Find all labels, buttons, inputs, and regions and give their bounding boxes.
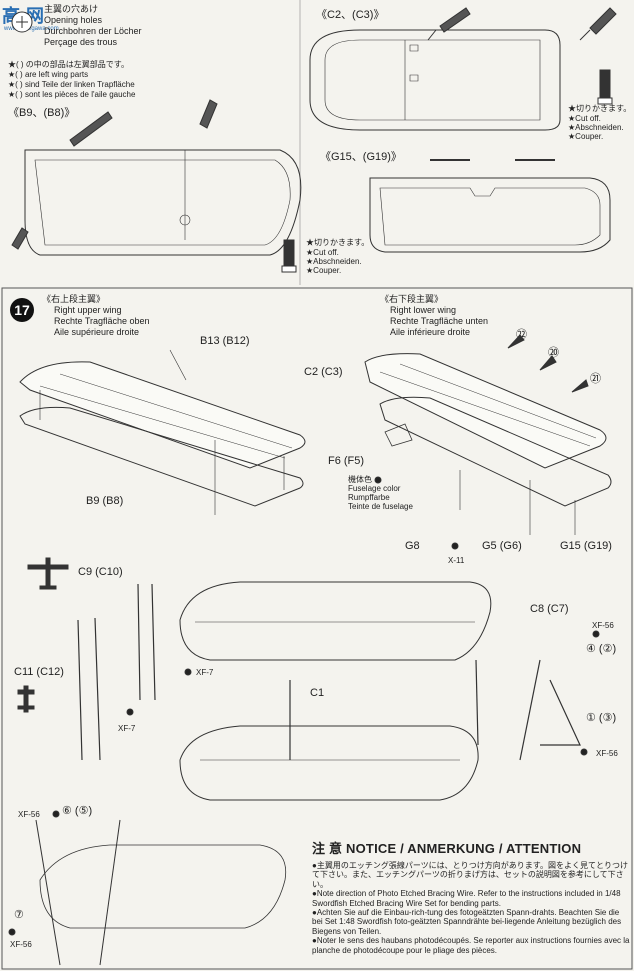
lower-wing-drawing bbox=[364, 353, 612, 535]
label-n21: ㉑ bbox=[590, 373, 601, 385]
fuselage-color-jp: 機体色 bbox=[348, 475, 372, 484]
step17-frame bbox=[1, 287, 633, 970]
label-g8: G8 bbox=[405, 540, 420, 552]
title-de: Durchbohren der Löcher bbox=[44, 26, 142, 36]
biplane-icon bbox=[27, 557, 69, 590]
label-n7: ⑦ bbox=[14, 909, 24, 921]
fuselage-color-de: Rumpffarbe bbox=[348, 493, 390, 502]
legend-line-2: ★( ) are left wing parts bbox=[8, 70, 89, 79]
bottom-wing-drawing bbox=[35, 819, 287, 966]
upper-wing-fr: Aile supérieure droite bbox=[54, 327, 140, 337]
b9-drill-bits bbox=[11, 99, 218, 250]
legend-line-3: ★( ) sind Teile der linken Trapfläche bbox=[8, 80, 135, 89]
cut-note-right-jp: ★切りかきます。 bbox=[568, 104, 632, 113]
lower-wing-jp: 《右下段主翼》 bbox=[380, 294, 444, 304]
label-xf56-a: XF-56 bbox=[592, 621, 614, 630]
legend-line-1: ★( ) の中の部品は左翼部品です。 bbox=[8, 60, 129, 69]
label-n65: ⑥ (⑤) bbox=[62, 805, 93, 817]
part-label-b9: 《B9、(B8)》 bbox=[8, 107, 76, 119]
knife-icon-left bbox=[281, 239, 297, 273]
cut-note-right-fr: ★Couper. bbox=[568, 132, 604, 141]
cut-note-right-de: ★Abschneiden. bbox=[568, 123, 624, 132]
fuselage-color-fr: Teinte de fuselage bbox=[348, 502, 413, 511]
label-xf56-b: XF-56 bbox=[596, 749, 618, 758]
part-label-g15: 《G15、(G19)》 bbox=[320, 151, 402, 163]
label-c1: C1 bbox=[310, 687, 325, 699]
title-fr: Perçage des trous bbox=[44, 37, 118, 47]
paint-drops bbox=[8, 476, 600, 936]
struts bbox=[77, 583, 581, 761]
notice-en: ●Note direction of Photo Etched Bracing … bbox=[312, 889, 621, 908]
lower-wing-assembly bbox=[179, 725, 479, 801]
label-b9: B9 (B8) bbox=[86, 495, 124, 507]
label-xf7-a: XF-7 bbox=[196, 668, 214, 677]
step-number-badge: 17 bbox=[10, 298, 34, 322]
drill-icon bbox=[11, 11, 33, 33]
notice-jp: ●主翼用のエッチング張線パーツには、とりつけ方向があります。図をよく見てとりつけ… bbox=[312, 861, 629, 889]
cut-note-left-fr: ★Couper. bbox=[306, 266, 342, 275]
upper-wing-de: Rechte Tragfläche oben bbox=[54, 316, 150, 326]
label-f6: F6 (F5) bbox=[328, 455, 365, 467]
c2-wing-outline bbox=[309, 29, 561, 131]
wire-arrows bbox=[507, 334, 589, 393]
title-jp: 主翼の穴あけ bbox=[44, 4, 99, 14]
cut-note-right-en: ★Cut off. bbox=[568, 114, 601, 123]
label-xf7-b: XF-7 bbox=[118, 724, 136, 733]
title-en: Opening holes bbox=[44, 15, 103, 25]
lower-wing-de: Rechte Tragfläche unten bbox=[390, 316, 489, 326]
label-g5: G5 (G6) bbox=[482, 540, 522, 552]
upper-wing-en: Right upper wing bbox=[54, 305, 122, 315]
cut-note-left-de: ★Abschneiden. bbox=[306, 257, 362, 266]
upper-wing-jp: 《右上段主翼》 bbox=[42, 294, 106, 304]
c2-drill-bits bbox=[427, 7, 617, 41]
label-x11: X-11 bbox=[448, 556, 465, 565]
label-g15: G15 (G19) bbox=[560, 540, 612, 552]
lower-wing-en: Right lower wing bbox=[390, 305, 457, 315]
fuselage-color-en: Fuselage color bbox=[348, 484, 401, 493]
label-c2: C2 (C3) bbox=[304, 366, 343, 378]
lower-wing-fr: Aile inférieure droite bbox=[390, 327, 471, 337]
label-n42: ④ (②) bbox=[586, 643, 617, 655]
label-c11: C11 (C12) bbox=[14, 666, 64, 678]
upper-wing-assembly bbox=[179, 581, 492, 661]
label-n13: ① (③) bbox=[586, 712, 617, 724]
biplane-front-icon bbox=[17, 685, 35, 713]
label-n22: ㉒ bbox=[516, 329, 527, 341]
watermark-url: www.hasegawa.com bbox=[4, 26, 59, 32]
notice-box: 注 意 NOTICE / ANMERKUNG / ATTENTION ●主翼用の… bbox=[312, 838, 630, 955]
notice-title: 注 意 NOTICE / ANMERKUNG / ATTENTION bbox=[312, 841, 582, 856]
notice-fr: ●Noter le sens des haubans photodécoupés… bbox=[312, 936, 630, 955]
label-xf56-bottom: XF-56 bbox=[18, 810, 40, 819]
b9-wing-outline bbox=[24, 149, 302, 256]
knife-icon-right bbox=[597, 69, 613, 105]
label-b13: B13 (B12) bbox=[200, 335, 250, 347]
label-n20: ⑳ bbox=[548, 347, 559, 359]
notice-de: ●Achten Sie auf die Einbau-rich-tung des… bbox=[312, 908, 622, 936]
upper-wing-drawing bbox=[19, 349, 306, 515]
label-c9: C9 (C10) bbox=[78, 566, 123, 578]
label-c8: C8 (C7) bbox=[530, 603, 569, 615]
cut-note-left-en: ★Cut off. bbox=[306, 248, 339, 257]
legend-line-4: ★( ) sont les pièces de l'aile gauche bbox=[8, 90, 136, 99]
label-xf56-bottom-b: XF-56 bbox=[10, 940, 32, 949]
cut-note-left-jp: ★切りかきます。 bbox=[306, 238, 370, 247]
part-label-c2: 《C2、(C3)》 bbox=[316, 9, 385, 21]
g15-wing-outline bbox=[369, 159, 611, 253]
